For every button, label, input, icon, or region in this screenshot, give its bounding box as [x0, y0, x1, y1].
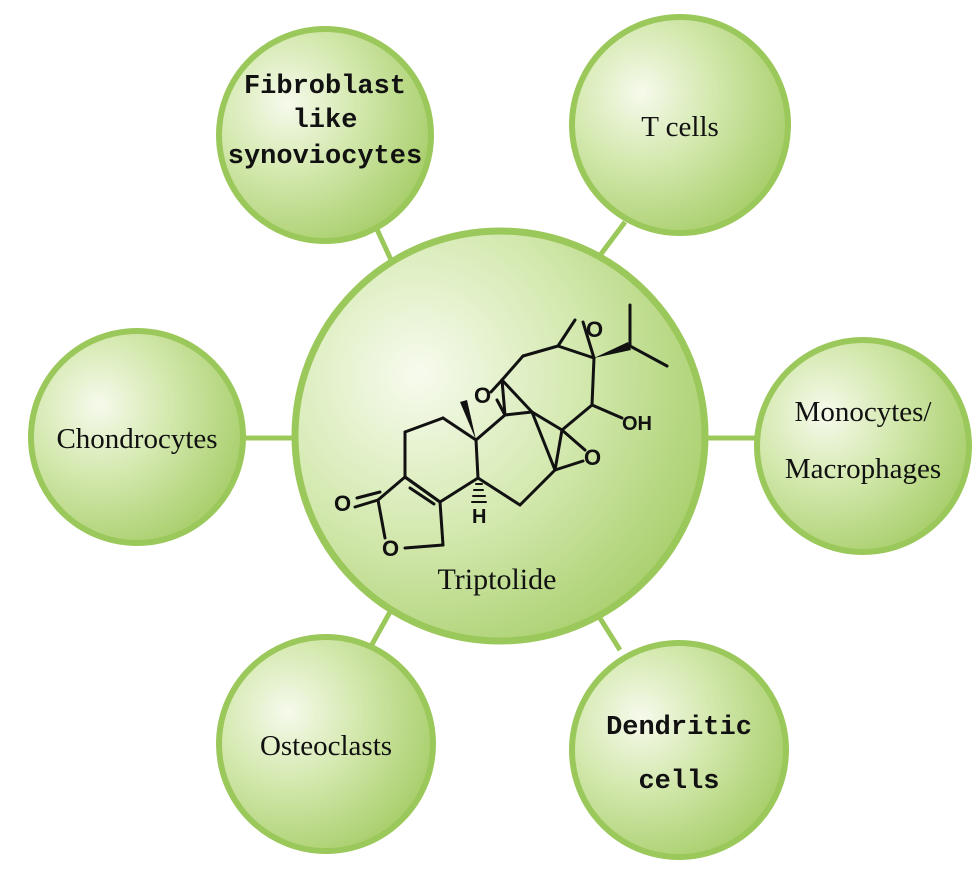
atom-o-left-epoxide: O [474, 383, 491, 408]
atom-o-top-epoxide: O [586, 317, 603, 342]
atom-labels: O O OH O H O O [334, 317, 652, 561]
triptolide-structure [353, 303, 669, 550]
node-monocytes: Monocytes/ Macrophages [754, 337, 972, 555]
node-monocytes-label-1: Monocytes/ [795, 396, 933, 428]
hash-h [471, 483, 487, 503]
node-osteoclasts: Osteoclasts [216, 634, 436, 854]
node-fibroblast-label-3: synoviocytes [228, 142, 422, 172]
atom-h: H [472, 506, 486, 528]
atom-oh: OH [622, 413, 652, 435]
node-center: Triptolide [291, 227, 709, 645]
node-fibroblast: Fibroblast like synoviocytes [216, 26, 434, 244]
node-monocytes-label-2: Macrophages [785, 453, 941, 485]
connector-tcells [596, 220, 627, 260]
node-fibroblast-label-2: like [293, 106, 358, 136]
center-label: Triptolide [438, 563, 557, 596]
node-tcells: T cells [569, 14, 791, 236]
node-dendritic: Dendritic cells [569, 640, 789, 860]
atom-o-right-epoxide: O [584, 445, 601, 470]
node-chondrocytes: Chondrocytes [28, 328, 246, 546]
connectors [242, 220, 760, 652]
connector-fibroblast [372, 223, 395, 264]
atom-o-ring: O [382, 536, 399, 561]
connector-osteoclasts [367, 610, 393, 650]
wedge-methyl [460, 400, 476, 440]
node-chondrocytes-label: Chondrocytes [56, 423, 217, 455]
wedge-isopropyl [594, 342, 631, 358]
node-osteoclasts-label: Osteoclasts [260, 730, 392, 762]
node-dendritic-label-1: Dendritic [606, 713, 752, 743]
node-fibroblast-label-1: Fibroblast [244, 72, 406, 102]
atom-o-carbonyl: O [334, 491, 351, 516]
node-dendritic-label-2: cells [638, 767, 719, 797]
node-tcells-label: T cells [641, 111, 719, 143]
connector-dendritic [595, 613, 623, 652]
